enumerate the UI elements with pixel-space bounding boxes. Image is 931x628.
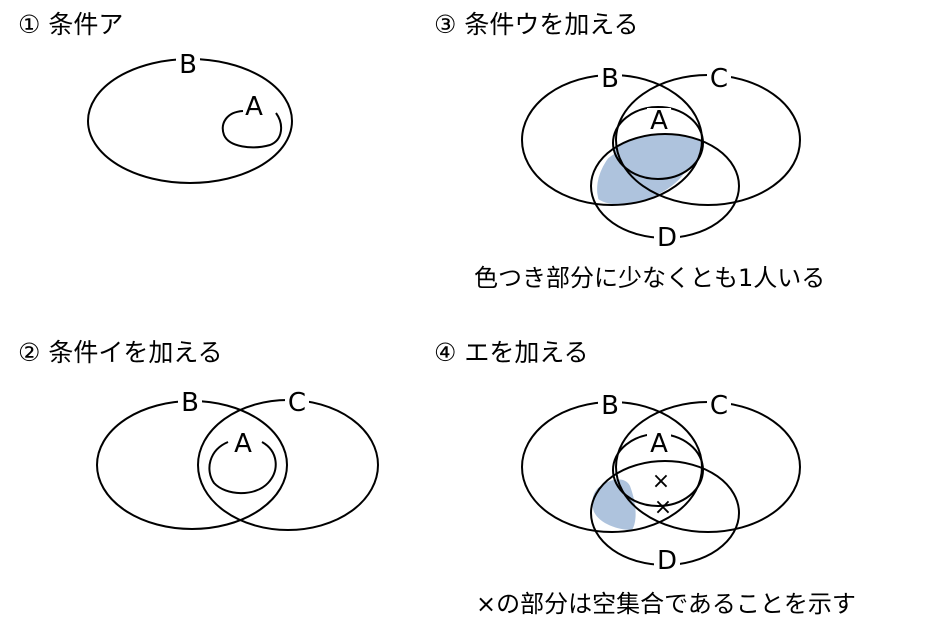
set-c-label-bg [707, 66, 731, 90]
set-b-label-bg [598, 393, 622, 417]
panel-4-diagram: B C A × × D [521, 391, 801, 576]
set-a-ellipse [612, 106, 704, 180]
set-c-ellipse [615, 401, 801, 533]
panel-2-diagram: B C A [96, 388, 379, 531]
panel-1-diagram: B A [87, 50, 293, 184]
panel-3-heading: ③ 条件ウを加える [434, 10, 639, 39]
empty-set-mark: × [652, 469, 670, 494]
set-a-label-bg [647, 432, 671, 456]
set-a-curve [221, 110, 283, 149]
set-d-label-bg [654, 548, 680, 572]
set-a-label: A [650, 429, 668, 459]
panel-4-caption: ×の部分は空集合であることを示す [476, 590, 856, 618]
panel-3-caption: 色つき部分に少なくとも1人いる [474, 264, 826, 292]
shaded-region [592, 479, 636, 530]
set-b-label: B [601, 64, 619, 94]
set-b-label: B [179, 50, 197, 80]
set-a-label: A [234, 429, 252, 459]
set-a-label-bg [647, 108, 671, 132]
set-b-label-bg [598, 66, 622, 90]
set-d-label: D [657, 546, 677, 576]
panel-2-heading: ② 条件イを加える [18, 338, 223, 367]
set-a-label: A [650, 106, 668, 136]
panel-1-heading: ① 条件ア [18, 10, 124, 39]
set-b-label-bg [178, 390, 202, 414]
set-a-curve [208, 441, 277, 495]
set-c-label: C [288, 388, 306, 418]
set-b-label: B [181, 388, 199, 418]
set-a-label: A [245, 92, 263, 122]
set-b-ellipse [96, 400, 288, 530]
panel-3-diagram: B C A D [521, 64, 801, 253]
set-c-label: C [710, 391, 728, 421]
panel-4-heading: ④ エを加える [434, 338, 589, 367]
set-c-label: C [710, 64, 728, 94]
set-d-label-bg [654, 225, 680, 249]
set-b-label-bg [176, 52, 200, 76]
set-c-label-bg [707, 393, 731, 417]
set-b-label: B [601, 391, 619, 421]
empty-set-mark: × [654, 495, 672, 520]
set-c-label-bg [285, 390, 309, 414]
set-d-label: D [657, 223, 677, 253]
